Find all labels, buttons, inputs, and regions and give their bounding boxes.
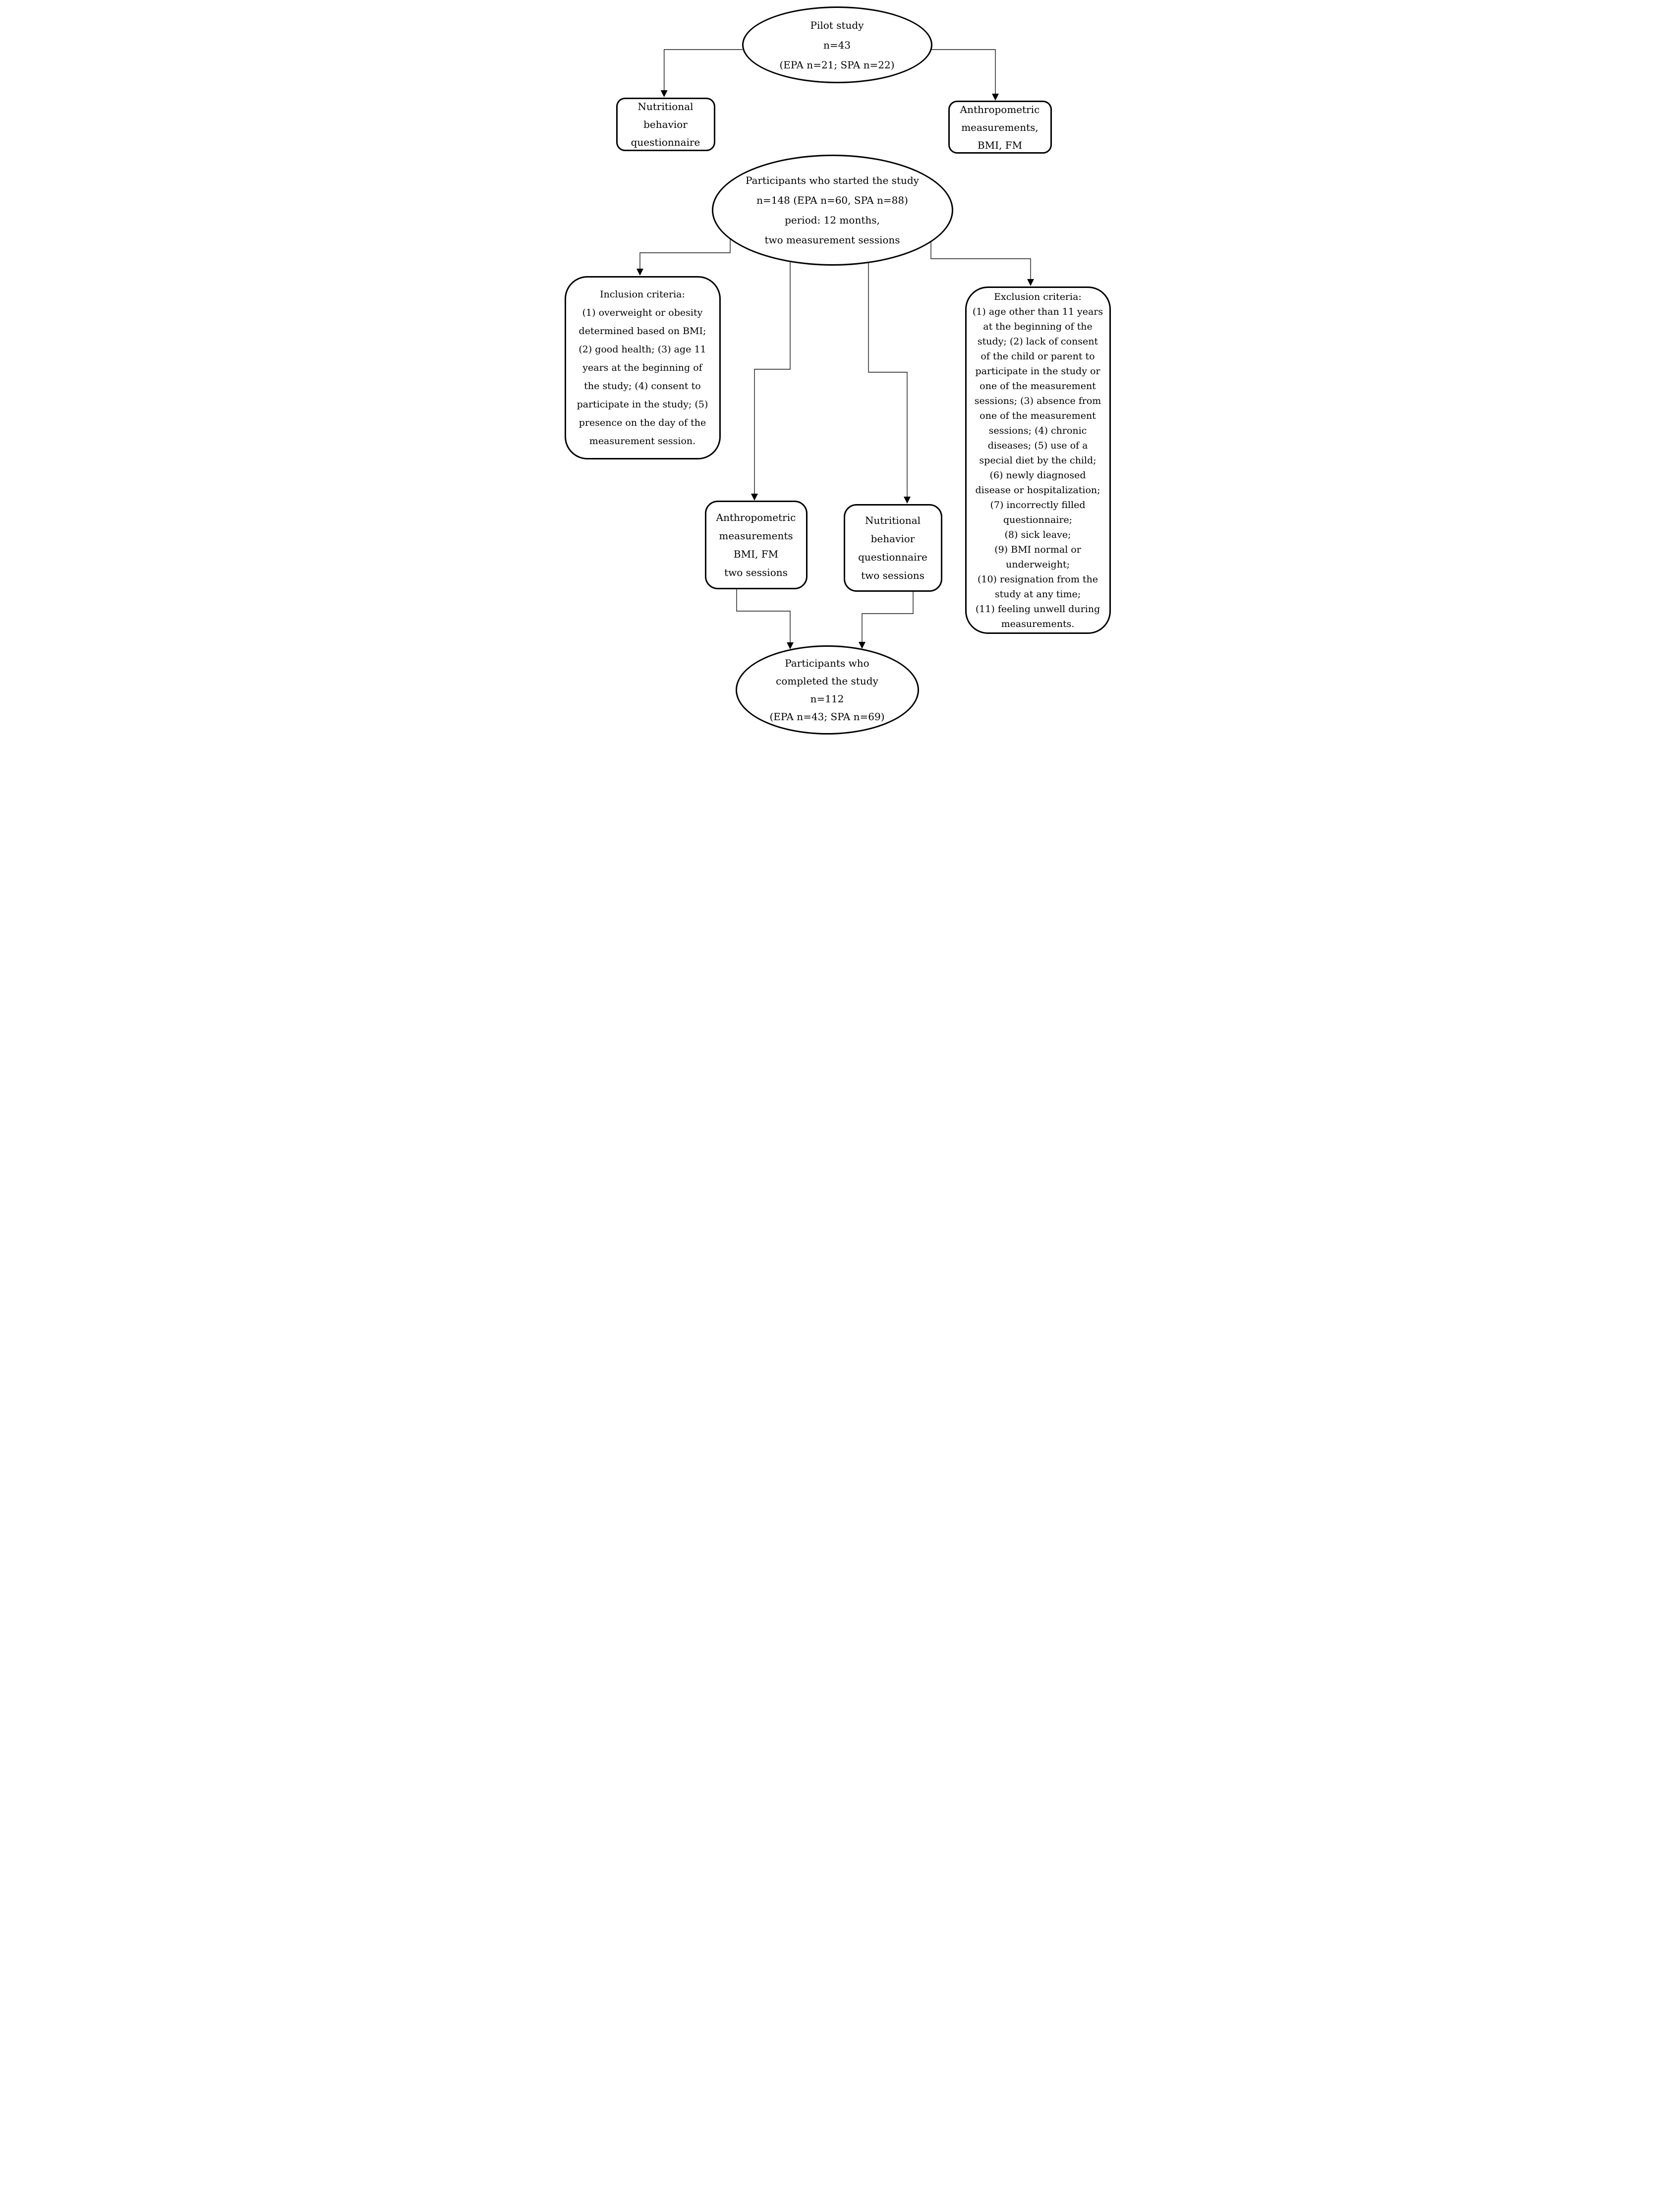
connector-started-to-exclusion — [930, 242, 1031, 284]
nutritional-questionnaire-text: Nutritional behavior questionnaire — [631, 101, 700, 148]
participants-started-text: Participants who started the study n=148… — [746, 174, 919, 246]
study-flow-diagram: Pilot study n=43 (EPA n=21; SPA n=22) Nu… — [558, 0, 1116, 737]
participants-completed-ellipse: Participants who completed the study n=1… — [735, 645, 919, 735]
inclusion-criteria-box: Inclusion criteria: (1) overweight or ob… — [564, 276, 721, 459]
nutritional-sessions-text: Nutritional behavior questionnaire two s… — [858, 514, 927, 581]
connector-started-to-nutritional-sessions — [867, 263, 908, 502]
connector-pilot-to-nutritional-questionnaire — [663, 49, 743, 96]
inclusion-criteria-text: Inclusion criteria: (1) overweight or ob… — [577, 288, 708, 447]
connector-anthropometric-sessions-to-completed — [736, 589, 791, 648]
exclusion-criteria-box: Exclusion criteria: (1) age other than 1… — [965, 286, 1111, 634]
participants-started-ellipse: Participants who started the study n=148… — [711, 155, 953, 266]
pilot-study-ellipse: Pilot study n=43 (EPA n=21; SPA n=22) — [742, 6, 932, 83]
anthropometric-measurements-text: Anthropometric measurements, BMI, FM — [960, 103, 1040, 151]
anthropometric-sessions-text: Anthropometric measurements BMI, FM two … — [716, 511, 796, 578]
pilot-study-text: Pilot study n=43 (EPA n=21; SPA n=22) — [779, 19, 895, 71]
nutritional-questionnaire-box: Nutritional behavior questionnaire — [616, 98, 715, 151]
arrowhead-into-anthropometric-sessions — [750, 494, 758, 501]
arrowhead-into-anthropometric-measurements — [991, 94, 999, 101]
exclusion-criteria-text: Exclusion criteria: (1) age other than 1… — [972, 291, 1103, 629]
connector-nutritional-sessions-to-completed — [861, 592, 914, 647]
connector-started-to-inclusion — [639, 239, 731, 274]
connector-pilot-to-anthropometric-measurements — [931, 49, 996, 99]
connector-started-to-anthropometric-sessions — [753, 262, 791, 499]
participants-completed-text: Participants who completed the study n=1… — [769, 657, 885, 723]
nutritional-sessions-box: Nutritional behavior questionnaire two s… — [843, 504, 942, 592]
arrowhead-into-nutritional-sessions — [903, 497, 911, 504]
arrowhead-into-nutritional-questionnaire — [660, 90, 668, 97]
arrowhead-into-exclusion — [1027, 279, 1034, 286]
arrowhead-into-inclusion — [636, 269, 643, 276]
anthropometric-sessions-box: Anthropometric measurements BMI, FM two … — [704, 501, 808, 589]
anthropometric-measurements-box: Anthropometric measurements, BMI, FM — [948, 101, 1052, 154]
